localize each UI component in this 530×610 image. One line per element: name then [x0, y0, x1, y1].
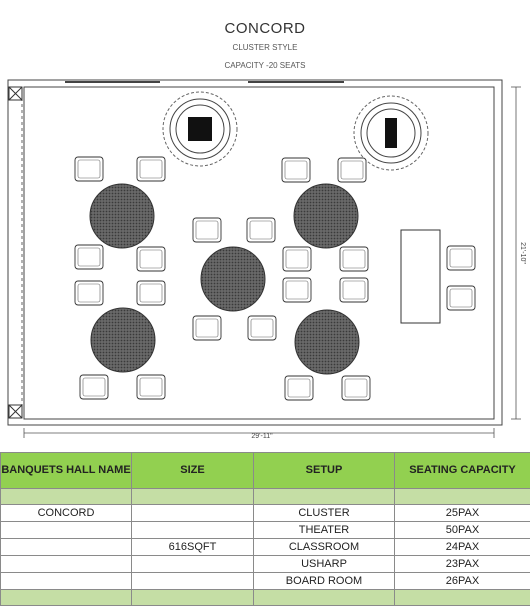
hall-name-cell: CONCORD: [0, 504, 132, 522]
size-cell: [131, 504, 254, 522]
ceiling-light-right: [353, 95, 429, 171]
chair: [281, 157, 311, 183]
chair: [79, 374, 109, 400]
setup-style-label: CLUSTER STYLE: [232, 43, 298, 52]
table-row: 616SQFT CLASSROOM 24PAX: [0, 538, 530, 556]
inner-wall: [23, 86, 495, 420]
chair: [282, 246, 312, 272]
size-cell: [131, 555, 254, 573]
setup-cell: THEATER: [253, 521, 395, 539]
chair: [247, 315, 277, 341]
chair: [74, 280, 104, 306]
banquet-info-table: BANQUETS HALL NAME SIZE SETUP SEATING CA…: [0, 452, 530, 606]
size-cell: [131, 572, 254, 590]
column-bottom-left: [8, 404, 23, 419]
col-header-setup: SETUP: [253, 452, 395, 489]
chair: [446, 245, 476, 271]
width-dimension-label: 29'-11": [251, 433, 273, 440]
table-row: THEATER 50PAX: [0, 521, 530, 539]
chair: [192, 217, 222, 243]
round-table: [200, 246, 266, 312]
chair: [136, 246, 166, 272]
setup-cell: CLASSROOM: [253, 538, 395, 556]
round-table: [293, 183, 359, 249]
size-cell: 616SQFT: [131, 538, 254, 556]
hall-title: CONCORD: [224, 20, 306, 37]
capacity-cell: 50PAX: [394, 521, 530, 539]
chair: [284, 375, 314, 401]
table-row: CONCORD CLUSTER 25PAX: [0, 504, 530, 522]
chair: [74, 156, 104, 182]
chair: [74, 244, 104, 270]
chair: [192, 315, 222, 341]
size-cell: [131, 521, 254, 539]
chair: [136, 156, 166, 182]
hall-name-cell: [0, 521, 132, 539]
setup-cell: USHARP: [253, 555, 395, 573]
chair: [341, 375, 371, 401]
hall-name-cell: [0, 572, 132, 590]
chair: [136, 374, 166, 400]
capacity-cell: 24PAX: [394, 538, 530, 556]
ceiling-light-left: [162, 91, 238, 167]
chair: [246, 217, 276, 243]
capacity-cell: 23PAX: [394, 555, 530, 573]
depth-dimension-label: 21'-10": [519, 242, 526, 264]
column-top-left: [8, 86, 23, 101]
capacity-cell: 26PAX: [394, 572, 530, 590]
chair: [339, 246, 369, 272]
col-header-hall-name: BANQUETS HALL NAME: [0, 452, 132, 489]
col-header-seating-capacity: SEATING CAPACITY: [394, 452, 530, 489]
setup-cell: BOARD ROOM: [253, 572, 395, 590]
outer-wall: [7, 79, 503, 426]
chair: [446, 285, 476, 311]
table-row: USHARP 23PAX: [0, 555, 530, 573]
setup-cell: CLUSTER: [253, 504, 395, 522]
round-table: [90, 307, 156, 373]
chair: [282, 277, 312, 303]
table-row: BOARD ROOM 26PAX: [0, 572, 530, 590]
chair: [339, 277, 369, 303]
chair: [136, 280, 166, 306]
rectangular-table: [400, 229, 441, 324]
floor-plan: 29'-11" 21'-10": [7, 79, 526, 440]
capacity-cell: 25PAX: [394, 504, 530, 522]
hall-name-cell: [0, 555, 132, 573]
col-header-size: SIZE: [131, 452, 254, 489]
chair: [337, 157, 367, 183]
round-table: [294, 309, 360, 375]
capacity-label: CAPACITY -20 SEATS: [224, 61, 306, 70]
round-table: [89, 183, 155, 249]
hall-name-cell: [0, 538, 132, 556]
